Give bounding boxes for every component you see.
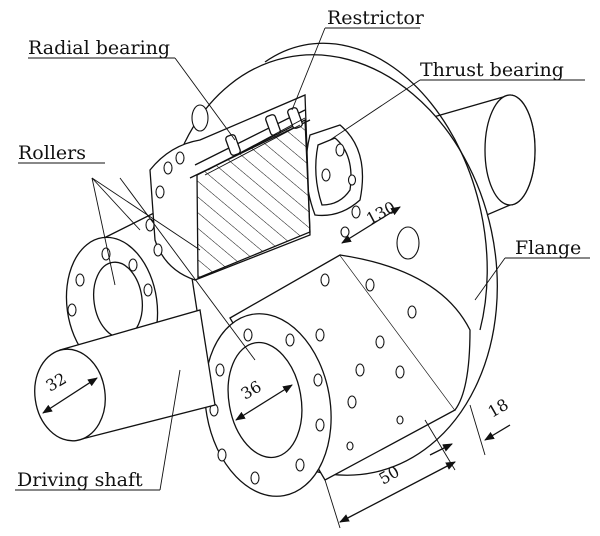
label-rollers: Rollers: [18, 142, 86, 164]
leader-lines: [15, 27, 590, 491]
driving-shaft: [34, 309, 216, 442]
label-radial-bearing: Radial bearing: [28, 37, 170, 59]
label-restrictor: Restrictor: [327, 7, 425, 29]
label-thrust-bearing: Thrust bearing: [420, 59, 564, 81]
dim-18: 18: [485, 395, 512, 422]
label-flange: Flange: [515, 237, 581, 259]
roller-left: [65, 199, 201, 374]
flange-hole: [191, 104, 209, 132]
restrictor: [204, 107, 306, 176]
flange-hole: [396, 226, 420, 260]
front-body: [229, 254, 471, 481]
label-driving-shaft: Driving shaft: [17, 469, 143, 491]
dimension-marks: [42, 206, 511, 529]
